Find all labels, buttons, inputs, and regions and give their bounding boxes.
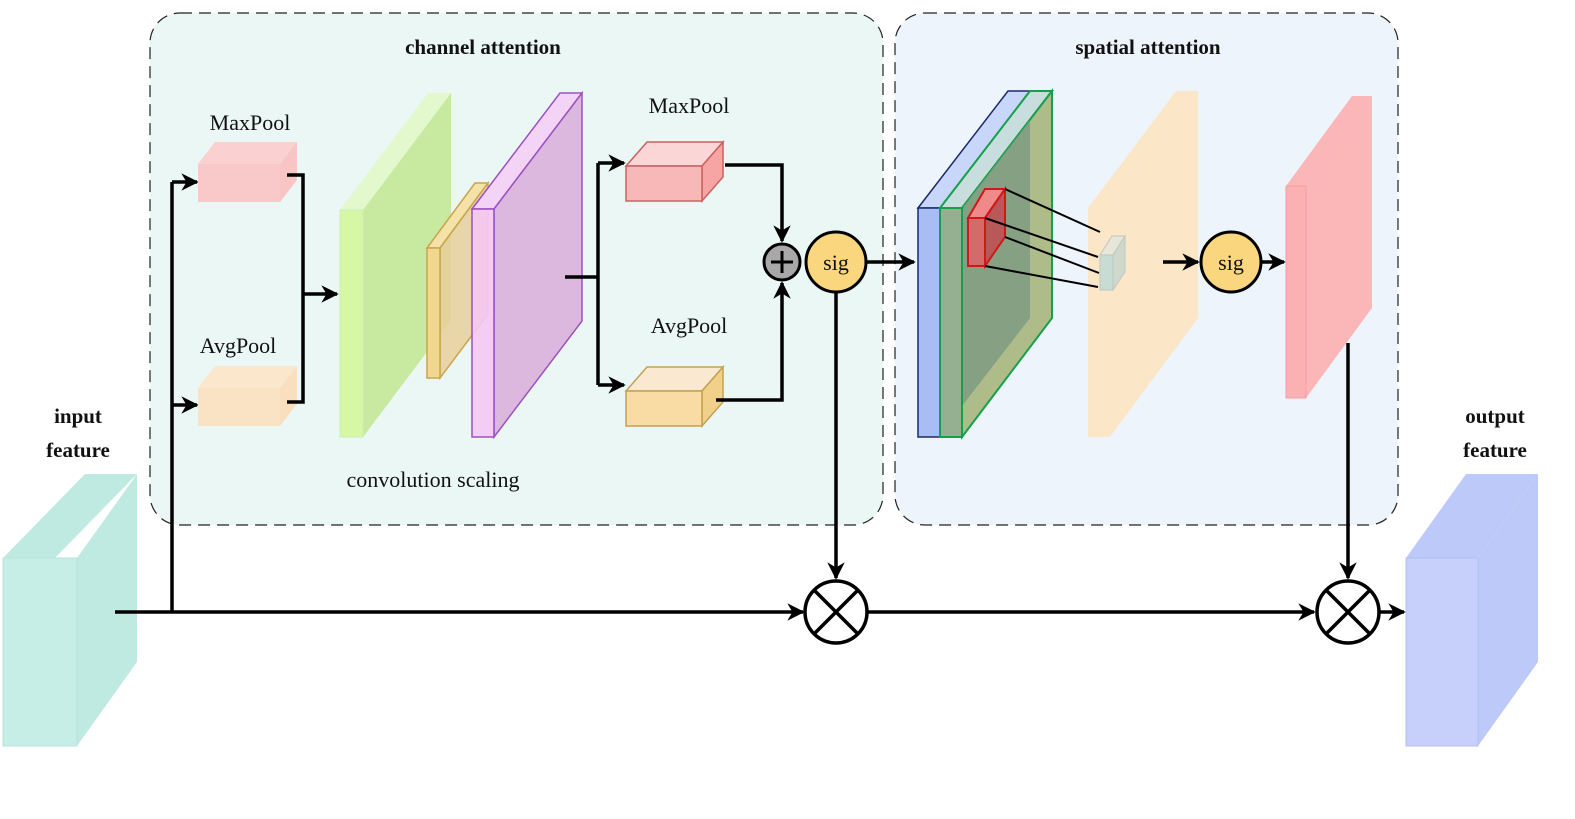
output-feature-label-line2: feature: [1463, 438, 1527, 462]
add-node: [762, 242, 802, 282]
sig-spatial-label: sig: [1218, 250, 1244, 275]
maxpool-left-cube: [198, 142, 297, 202]
convolution-scaling-label: convolution scaling: [347, 467, 520, 492]
spatial-layer-green: [937, 88, 1055, 440]
red-kernel: [966, 185, 1007, 270]
spatial-layer-pink: [1285, 96, 1372, 399]
maxpool-left-label: MaxPool: [210, 110, 291, 135]
avgpool-right-label: AvgPool: [651, 313, 728, 338]
sig-channel-label: sig: [823, 250, 849, 275]
conv-layer-purple: [470, 90, 584, 440]
avgpool-right-cube: [624, 365, 725, 428]
maxpool-right-cube: [624, 140, 725, 203]
maxpool-right-label: MaxPool: [649, 93, 730, 118]
input-feature-cube: [2, 474, 137, 747]
conv-layer-green: [339, 93, 451, 438]
input-feature-label-line2: feature: [46, 438, 110, 462]
avgpool-left-cube: [198, 366, 297, 426]
merge-bracket: [287, 173, 305, 404]
target-cell-cube: [1099, 234, 1126, 292]
multiply-node-1: [803, 579, 869, 645]
maxpool-to-add: [725, 163, 791, 243]
kernel-projection-lines: [984, 188, 1101, 288]
output-feature-cube: [1405, 474, 1538, 747]
avgpool-left-label: AvgPool: [200, 333, 277, 358]
spatial-attention-title: spatial attention: [1075, 35, 1221, 59]
output-feature-label-line1: output: [1465, 404, 1525, 428]
input-feature-label-line1: input: [54, 404, 102, 428]
multiply-node-2: [1315, 579, 1381, 645]
avgpool-to-add: [716, 281, 791, 402]
channel-attention-title: channel attention: [405, 35, 561, 59]
